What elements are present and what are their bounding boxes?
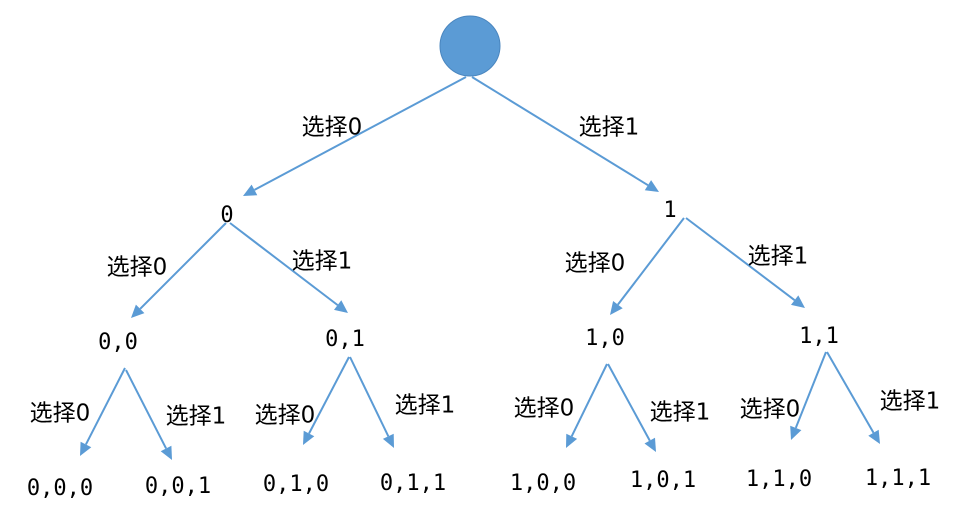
edge-n1-n11: 选择1 bbox=[685, 217, 809, 308]
edge-label: 选择0 bbox=[107, 255, 168, 281]
edge-label: 选择1 bbox=[292, 249, 353, 275]
edge-n10-n101: 选择1 bbox=[607, 363, 711, 452]
edge-n0-n01: 选择1 bbox=[229, 222, 353, 313]
arrowhead-icon bbox=[243, 184, 258, 196]
node-label-n11: 1,1 bbox=[799, 324, 839, 349]
edge-n01-n011: 选择1 bbox=[349, 356, 456, 448]
edge-label: 选择1 bbox=[650, 400, 711, 426]
arrowhead-icon bbox=[610, 301, 623, 315]
node-label-n010: 0,1,0 bbox=[263, 472, 329, 497]
node-label-n011: 0,1,1 bbox=[380, 471, 446, 496]
node-label-n110: 1,1,0 bbox=[746, 467, 812, 492]
edge-line bbox=[826, 351, 875, 434]
edge-label: 选择0 bbox=[514, 396, 575, 422]
edge-line bbox=[607, 363, 651, 442]
arrowhead-icon bbox=[160, 445, 172, 460]
edge-line bbox=[617, 217, 685, 306]
edge-root-n1: 选择1 bbox=[471, 76, 659, 192]
root-node bbox=[439, 15, 501, 77]
edge-line bbox=[349, 356, 390, 437]
nodes-layer: 0 1 0,0 0,1 1,0 1,1 0,0,0 0,0,1 0,1,0 0,1,1 1,0,0 1… bbox=[27, 15, 931, 501]
arrowhead-icon bbox=[644, 180, 659, 192]
edges-layer: 选择0 选择1 选择0 选择1 选择0 选择1 选择0 选择1 选择0 选择1 选择0 选择1 选择0 选… bbox=[30, 76, 941, 460]
arrowhead-icon bbox=[644, 437, 656, 452]
arrowhead-icon bbox=[131, 304, 145, 318]
edge-line bbox=[570, 363, 608, 437]
edge-line bbox=[471, 76, 649, 187]
edge-line bbox=[253, 76, 467, 191]
edge-n0-n00: 选择0 bbox=[107, 222, 227, 318]
arrowhead-icon bbox=[566, 433, 578, 448]
edge-label: 选择1 bbox=[395, 393, 456, 419]
edge-n00-n001: 选择1 bbox=[125, 369, 227, 460]
arrowhead-icon bbox=[790, 425, 802, 440]
node-label-n000: 0,0,0 bbox=[27, 476, 93, 501]
edge-label: 选择1 bbox=[880, 389, 941, 415]
edge-label: 选择0 bbox=[255, 403, 316, 429]
node-label-n0: 0 bbox=[220, 203, 233, 228]
node-label-n10: 1,0 bbox=[585, 326, 625, 351]
arrowhead-icon bbox=[303, 430, 315, 445]
arrowhead-icon bbox=[382, 433, 394, 448]
edge-line bbox=[794, 351, 827, 429]
node-label-n001: 0,0,1 bbox=[145, 474, 211, 499]
edge-label: 选择0 bbox=[740, 397, 801, 423]
edge-line bbox=[308, 356, 350, 434]
edge-line bbox=[229, 222, 339, 306]
node-label-n101: 1,0,1 bbox=[630, 468, 696, 493]
edge-line bbox=[85, 367, 126, 445]
edge-n10-n100: 选择0 bbox=[514, 363, 608, 448]
node-label-n00: 0,0 bbox=[98, 330, 138, 355]
arrowhead-icon bbox=[80, 441, 92, 456]
node-label-n111: 1,1,1 bbox=[865, 466, 931, 491]
edge-label: 选择0 bbox=[565, 251, 626, 277]
edge-n00-n000: 选择0 bbox=[30, 367, 126, 456]
edge-label: 选择0 bbox=[30, 401, 91, 427]
arrowhead-icon bbox=[334, 300, 348, 313]
edge-root-n0: 选择0 bbox=[243, 76, 467, 196]
arrowhead-icon bbox=[868, 429, 880, 444]
edge-n11-n110: 选择0 bbox=[740, 351, 827, 440]
edge-line bbox=[685, 217, 796, 301]
edge-line bbox=[139, 222, 227, 310]
node-label-n1: 1 bbox=[663, 198, 676, 223]
edge-line bbox=[125, 369, 167, 449]
edge-label: 选择0 bbox=[302, 115, 363, 141]
arrowhead-icon bbox=[791, 295, 805, 308]
edge-label: 选择1 bbox=[748, 244, 809, 270]
edge-n01-n010: 选择0 bbox=[255, 356, 350, 445]
edge-n1-n10: 选择0 bbox=[565, 217, 685, 315]
edge-n11-n111: 选择1 bbox=[826, 351, 941, 444]
edge-label: 选择1 bbox=[579, 115, 640, 141]
node-label-n100: 1,0,0 bbox=[510, 471, 576, 496]
node-label-n01: 0,1 bbox=[325, 327, 365, 352]
edge-label: 选择1 bbox=[166, 404, 227, 430]
